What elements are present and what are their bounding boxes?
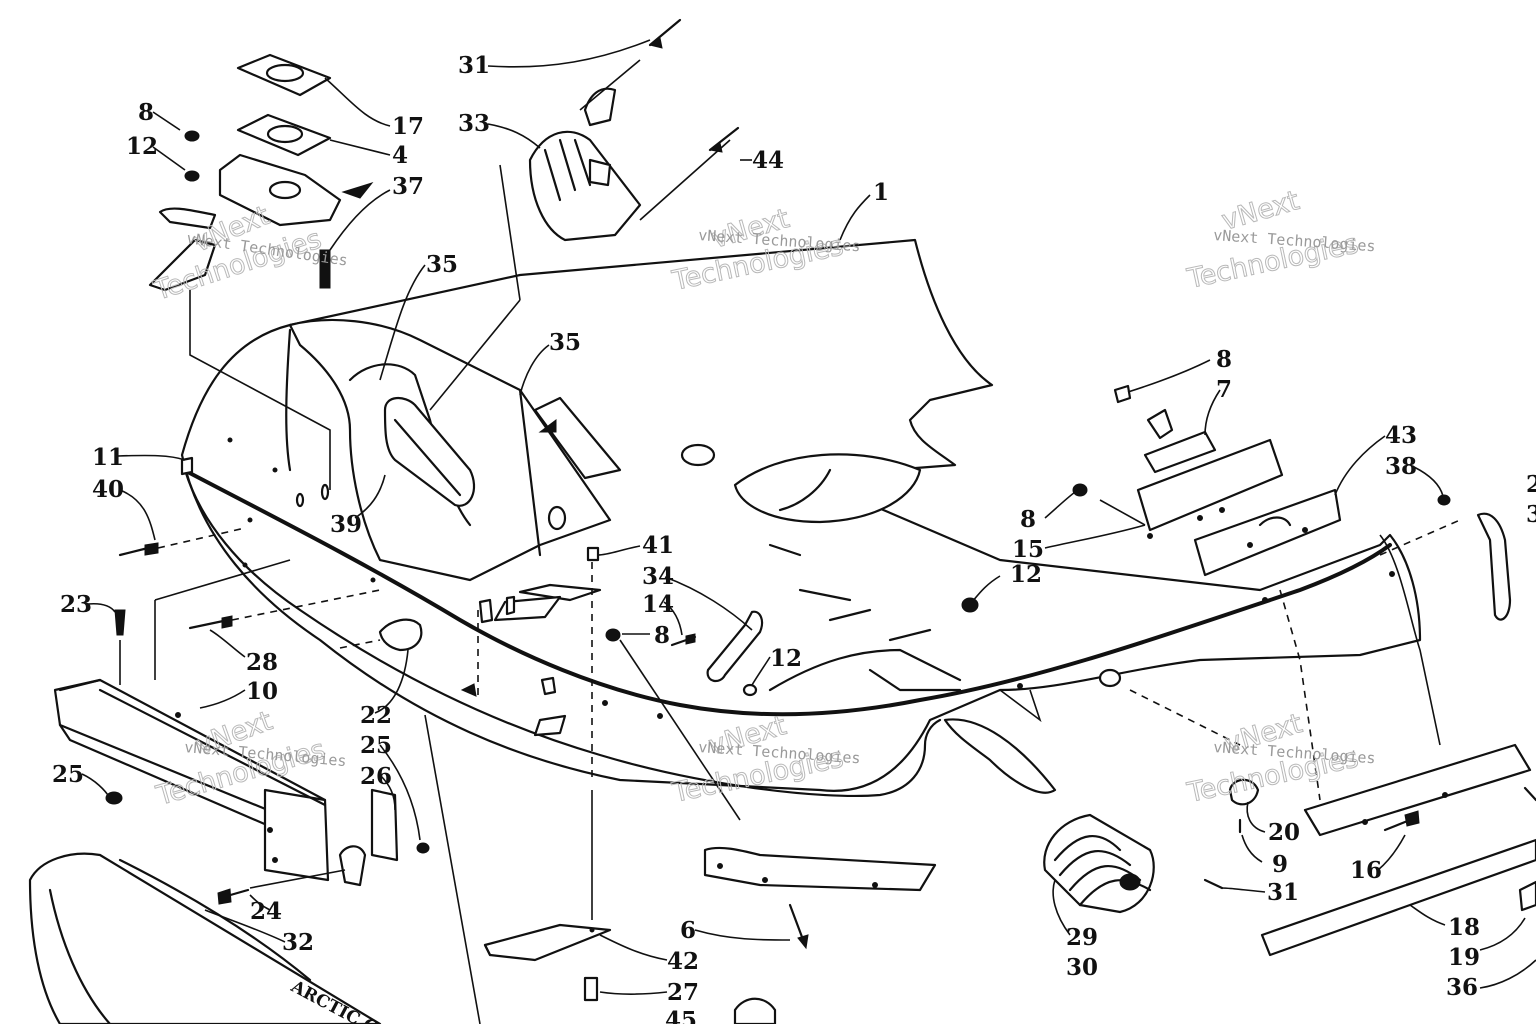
- callout-10: 10: [246, 678, 278, 705]
- steering-mount-plates: [148, 53, 374, 490]
- callout-15: 15: [1012, 536, 1044, 563]
- callout-3-edge: 3: [1526, 501, 1536, 528]
- callout-42: 42: [667, 948, 699, 975]
- callout-8-top: 8: [138, 99, 154, 126]
- front-bumper: [53, 559, 330, 882]
- callout-6: 6: [680, 917, 696, 944]
- callout-45: 45: [665, 1007, 697, 1024]
- callout-18: 18: [1448, 914, 1480, 941]
- callout-12-center: 12: [770, 645, 802, 672]
- callout-25-left: 25: [52, 761, 84, 788]
- callout-19: 19: [1448, 944, 1480, 971]
- callout-35-lower: 35: [549, 329, 581, 356]
- callout-17: 17: [392, 113, 424, 140]
- leader-lines: [81, 39, 1536, 996]
- callout-8-mid: 8: [1020, 506, 1036, 533]
- callout-33: 33: [458, 110, 490, 137]
- callout-20: 20: [1268, 819, 1300, 846]
- callout-36: 36: [1446, 974, 1478, 1001]
- callout-25-right: 25: [360, 732, 392, 759]
- callout-38: 38: [1385, 453, 1417, 480]
- front-hardware: [118, 527, 481, 1024]
- callout-8-right: 8: [1216, 346, 1232, 373]
- callout-40: 40: [92, 476, 124, 503]
- callout-12-right: 12: [1010, 561, 1042, 588]
- steering-boot: [429, 18, 740, 411]
- callout-2-edge: 2: [1526, 471, 1536, 498]
- callout-34: 34: [642, 563, 674, 590]
- callout-41: 41: [642, 532, 674, 559]
- callout-8-center: 8: [654, 622, 670, 649]
- callout-9: 9: [1272, 851, 1288, 878]
- callout-14: 14: [642, 591, 674, 618]
- callout-27: 27: [667, 979, 699, 1006]
- callout-24: 24: [250, 898, 282, 925]
- callout-31-top: 31: [458, 52, 490, 79]
- callout-11: 11: [92, 444, 124, 471]
- callout-32: 32: [282, 929, 314, 956]
- belly-pan: [180, 238, 1422, 798]
- callout-22: 22: [360, 702, 392, 729]
- callout-23: 23: [60, 591, 92, 618]
- callout-37: 37: [392, 173, 424, 200]
- callout-30: 30: [1066, 954, 1098, 981]
- callout-labels: 31 33 44 1 17 4 8 12 37 35 35 11 40 39 4…: [52, 52, 1536, 1024]
- callout-12-top: 12: [126, 133, 158, 160]
- callout-4: 4: [392, 142, 408, 169]
- callout-39: 39: [330, 511, 362, 538]
- callout-35-upper: 35: [426, 251, 458, 278]
- spring-assembly: [999, 689, 1241, 914]
- callout-16: 16: [1350, 857, 1382, 884]
- right-side-rails: [961, 384, 1536, 957]
- callout-26: 26: [360, 763, 392, 790]
- callout-29: 29: [1066, 924, 1098, 951]
- callout-43: 43: [1385, 422, 1417, 449]
- callout-28: 28: [246, 649, 278, 676]
- callout-31-lower: 31: [1267, 879, 1299, 906]
- callout-7: 7: [1216, 376, 1232, 403]
- callout-44: 44: [752, 147, 784, 174]
- center-hardware: [483, 546, 937, 1024]
- callout-1: 1: [873, 179, 889, 206]
